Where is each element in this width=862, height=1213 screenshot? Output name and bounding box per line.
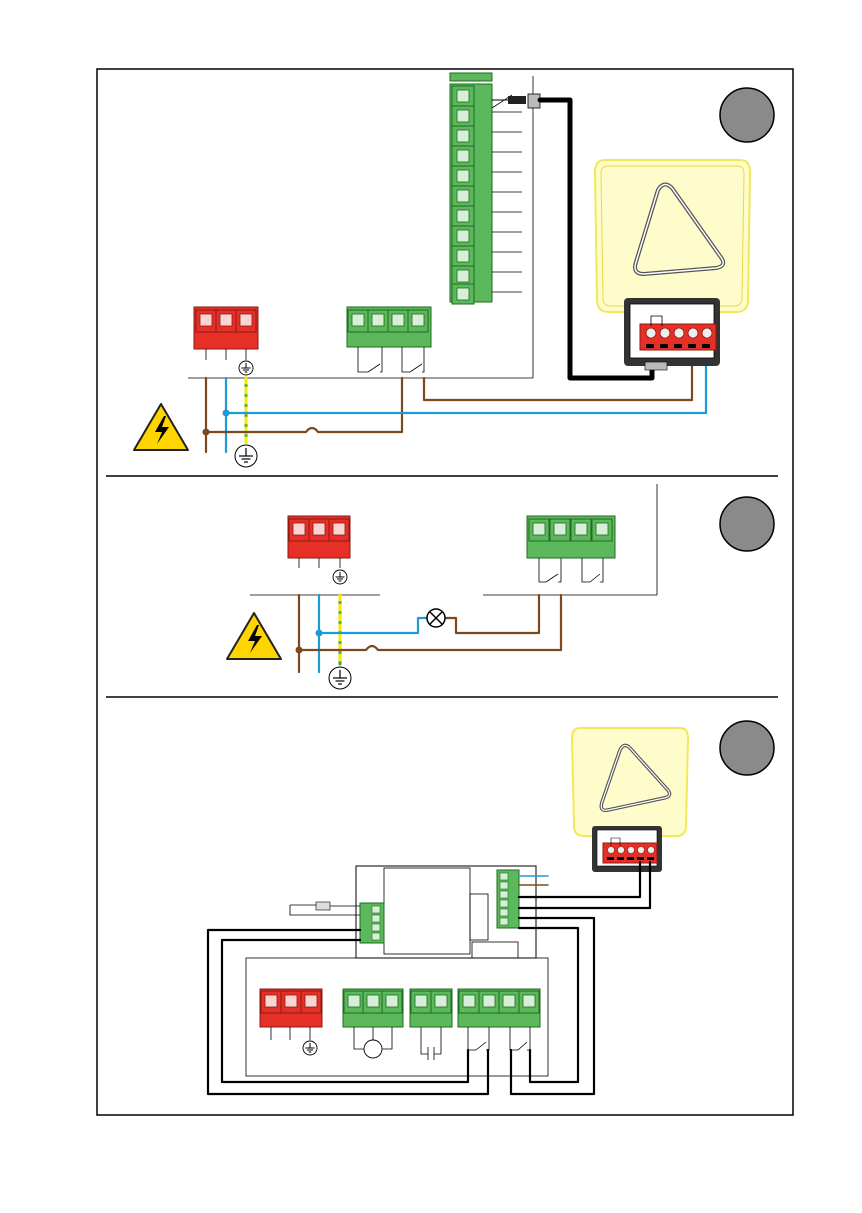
mains-terminal-block bbox=[194, 307, 258, 375]
panel-3 bbox=[208, 721, 774, 1094]
panel-1 bbox=[134, 73, 774, 467]
panel-2 bbox=[227, 484, 774, 689]
flashing-light-icon bbox=[595, 160, 750, 370]
step-badge-3 bbox=[720, 721, 774, 775]
ground-symbol-icon bbox=[333, 570, 347, 584]
mains-terminal-block bbox=[288, 516, 350, 584]
ground-symbol-icon bbox=[235, 445, 257, 467]
step-badge-2 bbox=[720, 497, 774, 551]
control-terminal-strip bbox=[450, 73, 540, 378]
capacitor-terminal-block bbox=[410, 989, 452, 1060]
flashing-light-icon bbox=[572, 728, 688, 872]
lamp-icon bbox=[427, 609, 445, 627]
hazard-voltage-icon bbox=[227, 613, 281, 659]
mains-terminal-block bbox=[260, 989, 322, 1055]
motor-icon bbox=[364, 1040, 382, 1058]
output-terminal-block bbox=[458, 989, 540, 1050]
hazard-voltage-icon bbox=[134, 404, 188, 450]
ground-symbol-icon bbox=[303, 1041, 317, 1055]
output-terminal-block bbox=[527, 516, 615, 582]
ground-symbol-icon bbox=[329, 667, 351, 689]
controller-board bbox=[290, 866, 536, 958]
capacitor-icon bbox=[421, 1027, 441, 1060]
output-terminal-block bbox=[347, 307, 431, 372]
ground-symbol-icon bbox=[239, 361, 253, 375]
motor-terminal-block bbox=[343, 989, 403, 1058]
step-badge-1 bbox=[720, 88, 774, 142]
